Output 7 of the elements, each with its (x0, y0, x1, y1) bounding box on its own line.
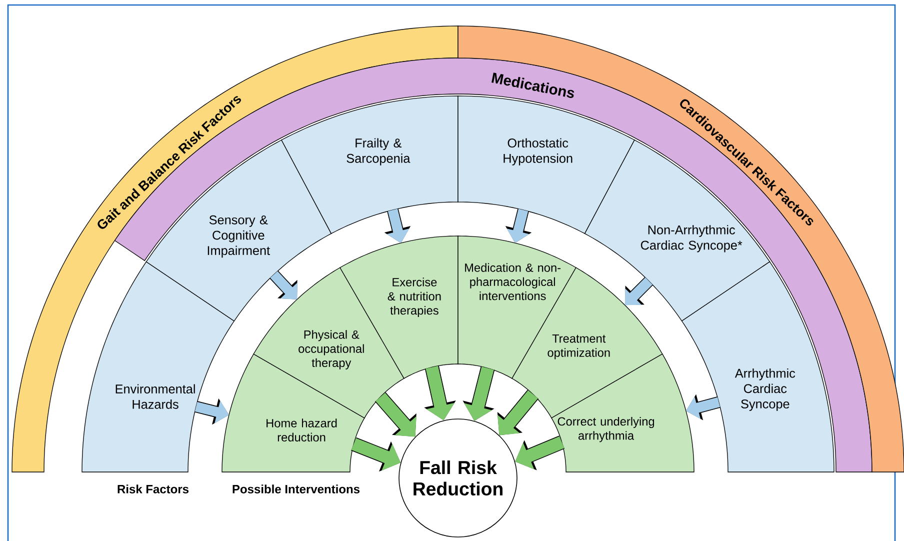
block-arrow (624, 276, 654, 306)
ring-segment: Arrhythmic Cardiac Syncope (681, 261, 834, 472)
section-label: Risk Factors (118, 484, 189, 494)
block-arrow (374, 392, 416, 437)
ring-segment: Frailty & Sarcopenia (281, 96, 458, 234)
block-arrow (270, 270, 298, 300)
section-label: Possible Interventions (232, 484, 360, 494)
